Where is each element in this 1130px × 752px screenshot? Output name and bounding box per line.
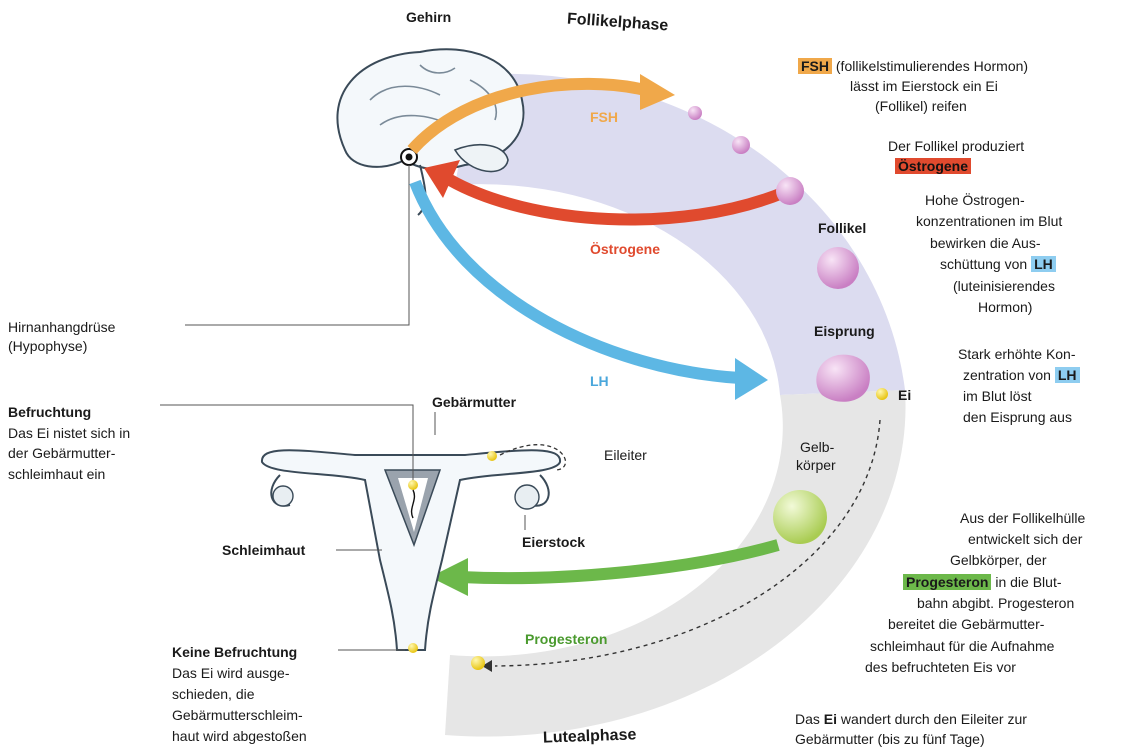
lining-label: Schleimhaut — [222, 541, 305, 560]
estrogen-tag: Östrogene — [895, 158, 971, 174]
progesterone-tag: Progesteron — [903, 574, 991, 590]
estrogen-note-tag-line: Östrogene — [895, 157, 971, 176]
luteal-phase-title: Lutealphase — [543, 725, 637, 747]
progesterone-note-line-2: entwickelt sich der — [968, 530, 1082, 549]
corpus-luteum-label-2: körper — [796, 456, 836, 475]
fertilization-line-1: Das Ei nistet sich in — [8, 424, 130, 443]
oviduct-label: Eileiter — [604, 446, 647, 465]
no-fertilization-line-2: schieden, die — [172, 685, 255, 704]
follicle-stage-3 — [776, 177, 804, 205]
lh-note-line-4: den Eisprung aus — [963, 408, 1072, 427]
high-estrogen-line-1: Hohe Östrogen- — [925, 191, 1025, 210]
migrating-egg — [471, 656, 485, 670]
no-fertilization-line-1: Das Ei wird ausge- — [172, 664, 290, 683]
uterus-illustration — [262, 445, 566, 653]
uterus-label: Gebärmutter — [432, 393, 516, 412]
fsh-arrow-label: FSH — [590, 108, 618, 127]
progesterone-note-line-6: bereitet die Gebärmutter- — [888, 615, 1044, 634]
pituitary-leader-line — [185, 165, 409, 325]
lh-tag-1: LH — [1031, 256, 1056, 272]
no-fertilization-line-3: Gebärmutterschleim- — [172, 706, 303, 725]
progesterone-note-line-7: schleimhaut für die Aufnahme — [870, 637, 1054, 656]
follicle-stage-2 — [732, 136, 750, 154]
lh-note-line-2: zentration von LH — [963, 366, 1080, 385]
fertilization-title: Befruchtung — [8, 403, 91, 422]
migration-note-line-1: Das Ei wandert durch den Eileiter zur — [795, 710, 1027, 729]
follicle-stage-4 — [817, 247, 859, 289]
high-estrogen-line-2: konzentrationen im Blut — [916, 212, 1062, 231]
corpus-luteum — [773, 490, 827, 544]
fsh-note-line-3: (Follikel) reifen — [875, 97, 967, 116]
lh-arrowhead — [735, 358, 768, 400]
follicle-stage-1 — [688, 106, 702, 120]
high-estrogen-line-5: (luteinisierendes — [953, 277, 1055, 296]
high-estrogen-line-6: Hormon) — [978, 298, 1032, 317]
progesterone-arrow-label: Progesteron — [525, 630, 607, 649]
estrogen-arrow-label: Östrogene — [590, 240, 660, 259]
high-estrogen-line-3: bewirken die Aus- — [930, 234, 1041, 253]
fsh-note-line-2: lässt im Eierstock ein Ei — [850, 77, 998, 96]
lh-note-line-1: Stark erhöhte Kon- — [958, 345, 1076, 364]
high-estrogen-line-4: schüttung von LH — [940, 255, 1056, 274]
fertilization-line-3: schleimhaut ein — [8, 465, 105, 484]
progesterone-note-line-4: Progesteron in die Blut- — [903, 573, 1062, 592]
ovary-label: Eierstock — [522, 533, 585, 552]
lh-note-line-3: im Blut löst — [963, 387, 1031, 406]
fsh-note-line-1: FSH (follikelstimulierendes Hormon) — [798, 57, 1028, 76]
lh-tag-2: LH — [1055, 367, 1080, 383]
progesterone-note-line-1: Aus der Follikelhülle — [960, 509, 1085, 528]
migration-note-line-2: Gebärmutter (bis zu fünf Tage) — [795, 730, 985, 749]
no-fertilization-line-4: haut wird abgestoßen — [172, 727, 307, 746]
ovulation-label: Eisprung — [814, 322, 875, 341]
pituitary-label: Hirnanhangdrüse — [8, 318, 115, 337]
brain-label: Gehirn — [406, 8, 451, 27]
egg-label: Ei — [898, 386, 911, 405]
lh-arrow-label: LH — [590, 372, 609, 391]
no-fertilization-title: Keine Befruchtung — [172, 643, 297, 662]
ovulated-egg — [876, 388, 888, 400]
corpus-luteum-label-1: Gelb- — [800, 438, 834, 457]
fsh-tag: FSH — [798, 58, 832, 74]
follicle-label: Follikel — [818, 219, 866, 238]
estrogen-note-line-1: Der Follikel produziert — [888, 137, 1024, 156]
pituitary-sublabel: (Hypophyse) — [8, 337, 87, 356]
progesterone-note-line-8: des befruchteten Eis vor — [865, 658, 1016, 677]
progesterone-note-line-5: bahn abgibt. Progesteron — [917, 594, 1074, 613]
ruptured-follicle — [816, 355, 870, 402]
progesterone-note-line-3: Gelbkörper, der — [950, 551, 1047, 570]
fertilization-line-2: der Gebärmutter- — [8, 444, 115, 463]
